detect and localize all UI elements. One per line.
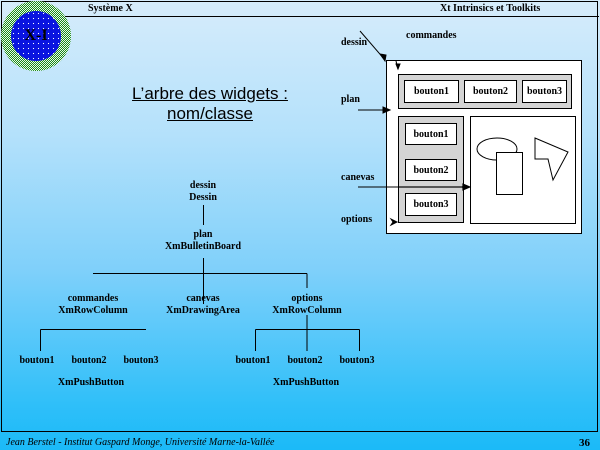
title-line-1: L’arbre des widgets :: [132, 84, 288, 103]
node-class: XmBulletinBoard: [164, 241, 242, 252]
mockup-label-options: options: [341, 214, 373, 225]
logo: X-I: [1, 1, 71, 71]
logo-text: X-I: [11, 11, 61, 61]
tree-leaf-class-options: XmPushButton: [272, 377, 340, 388]
mockup-top-bouton3[interactable]: bouton3: [522, 80, 567, 103]
node-name: options: [291, 293, 323, 304]
mockup-side-bouton2[interactable]: bouton2: [405, 159, 457, 181]
mockup-label-dessin: dessin: [341, 37, 368, 48]
node-name: plan: [193, 229, 213, 240]
slide-frame: [1, 1, 598, 432]
tree-leaf-commandes-bouton3: bouton3: [123, 355, 159, 366]
mockup-label-plan: plan: [341, 94, 360, 105]
tree-leaf-options-bouton2: bouton2: [287, 355, 323, 366]
node-class: XmRowColumn: [272, 305, 342, 316]
slide-title: L’arbre des widgets : nom/classe: [100, 84, 320, 124]
mockup-top-bouton1[interactable]: bouton1: [404, 80, 459, 103]
arrow-commandes-head: [395, 63, 401, 71]
tree-node-plan: plan XmBulletinBoard: [165, 229, 241, 253]
tree-node-canevas: canevas XmDrawingArea: [166, 293, 240, 317]
node-name: canevas: [186, 293, 220, 304]
arrow-canevas-head: [462, 183, 472, 191]
node-class: XmDrawingArea: [166, 305, 240, 316]
header-right-title: Xt Intrinsics et Toolkits: [440, 3, 541, 14]
tree-leaf-options-bouton1: bouton1: [235, 355, 271, 366]
mockup-top-bouton2[interactable]: bouton2: [464, 80, 517, 103]
node-name: commandes: [67, 293, 119, 304]
node-class: Dessin: [189, 192, 217, 203]
page-number: 36: [579, 437, 590, 449]
mockup-label-commandes: commandes: [406, 30, 457, 41]
tree-node-commandes: commandes XmRowColumn: [58, 293, 127, 317]
tree-leaf-commandes-bouton2: bouton2: [71, 355, 107, 366]
rectangle-shape: [496, 152, 523, 195]
mockup-label-canevas: canevas: [341, 172, 375, 183]
arrow-plan-head: [382, 106, 392, 114]
tree-leaf-class-commandes: XmPushButton: [57, 377, 125, 388]
mockup-side-bouton3[interactable]: bouton3: [405, 193, 457, 216]
tree-node-options: options XmRowColumn: [272, 293, 341, 317]
arrow-options-head: [389, 217, 399, 227]
tree-node-dessin: dessin Dessin: [189, 180, 217, 204]
node-name: dessin: [189, 180, 217, 191]
arrow-dessin-head: [378, 53, 387, 63]
polygon-shape: [534, 137, 569, 182]
title-line-2: nom/classe: [167, 104, 253, 123]
mockup-side-bouton1[interactable]: bouton1: [405, 123, 457, 145]
footer-credit: Jean Berstel - Institut Gaspard Monge, U…: [6, 437, 275, 448]
tree-leaf-options-bouton3: bouton3: [339, 355, 375, 366]
header-left-title: Système X: [88, 3, 133, 14]
node-class: XmRowColumn: [58, 305, 128, 316]
tree-leaf-commandes-bouton1: bouton1: [19, 355, 55, 366]
header-divider: [62, 16, 599, 17]
